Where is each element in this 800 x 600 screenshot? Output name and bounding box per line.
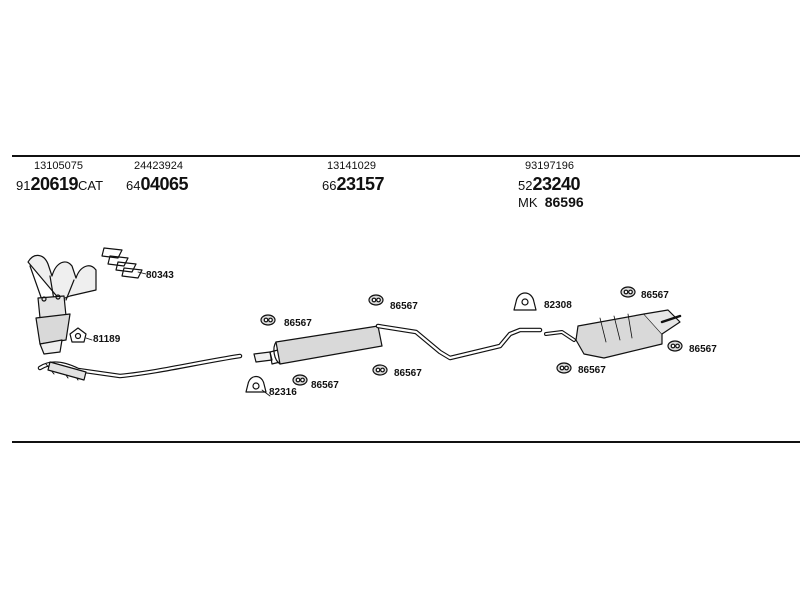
rubber-mount-e-icon[interactable] [620,286,636,298]
front-pipe-drawing[interactable] [37,353,243,381]
part-suffix: CAT [78,178,104,193]
oe-number-col2: 24423924 [134,160,183,172]
cat-gasket-drawing[interactable] [69,327,93,343]
callout-clamp-front: 82316 [269,387,297,398]
rubber-mount-f-icon[interactable] [667,340,683,352]
mounting-kit-number: 86596 [544,194,584,210]
mounting-kit-label: MK [518,195,538,210]
part-number-rear-silencer[interactable]: 5223240 [518,174,581,194]
rear-silencer-drawing[interactable] [544,309,682,359]
catalyst-manifold-drawing[interactable] [27,254,97,355]
callout-mount-a: 86567 [284,318,312,329]
rubber-mount-b-icon[interactable] [368,294,384,306]
part-main: 23240 [532,174,581,194]
callout-gasket-cat: 81189 [93,334,121,345]
rubber-mount-d-icon[interactable] [372,364,388,376]
part-prefix: 91 [16,178,31,193]
part-prefix: 52 [518,178,533,193]
oe-number-col3: 13141029 [327,160,376,172]
callout-gasket-set: 80343 [146,270,174,281]
bottom-rule [12,441,800,443]
front-clamp-drawing[interactable] [245,375,271,397]
oe-number-col1: 13105075 [34,160,83,172]
part-prefix: 64 [126,178,141,193]
rubber-mount-a-icon[interactable] [260,314,276,326]
part-main: 20619 [30,174,79,194]
part-number-catalyst[interactable]: 9120619CAT [16,174,104,194]
middle-silencer-drawing[interactable] [253,323,543,365]
callout-mount-e: 86567 [641,290,669,301]
gasket-set-drawing[interactable] [101,247,147,279]
callout-mount-d: 86567 [394,368,422,379]
callout-mount-g: 86567 [578,365,606,376]
top-rule [12,155,800,157]
part-prefix: 66 [322,178,337,193]
part-main: 04065 [140,174,189,194]
part-main: 23157 [336,174,385,194]
callout-mount-c: 86567 [311,380,339,391]
callout-mount-b: 86567 [390,301,418,312]
part-number-front-pipe[interactable]: 6404065 [126,174,189,194]
rear-clamp-drawing[interactable] [513,292,537,311]
part-number-middle-silencer[interactable]: 6623157 [322,174,385,194]
oe-number-col4: 93197196 [525,160,574,172]
mounting-kit[interactable]: MK 86596 [518,194,584,211]
callout-mount-f: 86567 [689,344,717,355]
callout-clamp-rear: 82308 [544,300,572,311]
rubber-mount-c-icon[interactable] [292,374,308,386]
rubber-mount-g-icon[interactable] [556,362,572,374]
